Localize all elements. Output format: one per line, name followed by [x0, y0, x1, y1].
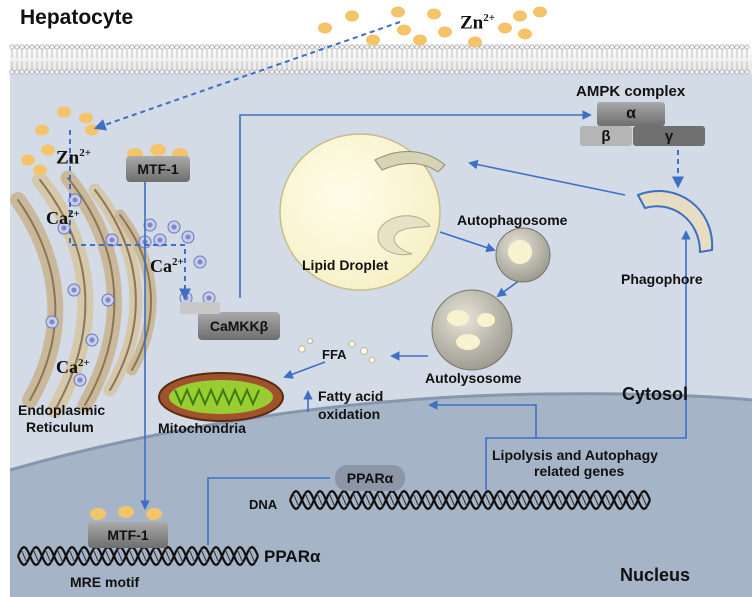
to-autophagosome-arrow	[439, 231, 496, 253]
nucleus-label: Nucleus	[620, 565, 691, 585]
genes-to-phagophore-arrow	[536, 230, 691, 439]
dna-label: DNA	[249, 497, 278, 512]
zinc-ions	[21, 6, 547, 520]
ffa-label: FFA	[322, 347, 347, 362]
camkk-to-ampk-arrow	[239, 110, 592, 298]
ppar-gene-line	[207, 477, 330, 545]
cell-membrane	[9, 44, 752, 75]
camkk-box	[198, 312, 280, 340]
phagophore-to-droplet-arrow	[468, 159, 626, 196]
mitochondria-label: Mitochondria	[158, 420, 246, 436]
alpha-label: α	[626, 105, 636, 122]
ampk-complex	[580, 102, 705, 146]
mtf1-nuclear-box	[88, 522, 168, 548]
nucleus	[10, 393, 752, 597]
nuclear-envelope	[9, 392, 752, 472]
gamma-label: γ	[664, 127, 674, 145]
ampk-gamma-subunit	[633, 126, 705, 146]
genes-line-a	[485, 437, 536, 490]
autophagosome-cargo	[508, 240, 532, 264]
mitochondria	[158, 372, 284, 422]
mtf1-cytosolic-box	[126, 156, 190, 182]
ppar-protein-box	[335, 465, 405, 491]
phagophore-engulfing-shape	[374, 151, 446, 173]
zinc-label-top: Zn2+	[460, 12, 496, 34]
cell-title: Hepatocyte	[20, 6, 134, 29]
er-label-line2: Reticulum	[26, 419, 94, 435]
forming-autophagosome-shape	[377, 215, 431, 256]
dna-strands	[16, 489, 652, 567]
zinc-label-left: Zn2+	[56, 147, 92, 169]
calcium-label-er: Ca2+	[46, 208, 80, 228]
ppar-gene-label: PPARα	[264, 547, 321, 566]
mre-motif-label: MRE motif	[70, 574, 140, 590]
phagophore	[636, 190, 714, 254]
cytosol-label: Cytosol	[622, 384, 689, 404]
calcium-label-cytosol: Ca2+	[150, 256, 184, 276]
mtf1-bottom-label: MTF-1	[107, 527, 149, 543]
autolysosome	[431, 289, 513, 371]
lipid-droplet-label: Lipid Droplet	[302, 257, 389, 273]
dashed-arrows	[69, 21, 684, 301]
to-autolysosome-arrow	[496, 279, 521, 298]
ffa-molecules	[298, 337, 376, 364]
calcium-release-arrow	[69, 130, 191, 301]
er-label-line1: Endoplasmic	[18, 402, 106, 418]
endoplasmic-reticulum	[10, 170, 157, 418]
ampk-beta-subunit	[580, 126, 632, 146]
beta-label: β	[601, 127, 611, 145]
genes-label-line1: Lipolysis and Autophagy	[492, 447, 658, 463]
fatty-acid-label-line2: oxidation	[318, 406, 381, 422]
ffa-to-mitochondria-arrow	[283, 361, 326, 379]
genes-to-oxidation-arrow	[428, 400, 537, 438]
phagophore-label: Phagophore	[621, 271, 703, 287]
fatty-acid-label-line1: Fatty acid	[318, 388, 384, 404]
autophagosome-label: Autophagosome	[457, 212, 568, 228]
calcium-label-er-lower: Ca2+	[56, 357, 90, 377]
ampk-complex-label: AMPK complex	[576, 83, 686, 100]
autolysosome-label: Autolysosome	[425, 370, 522, 386]
genes-label-line2: related genes	[534, 463, 625, 479]
ampk-alpha-subunit	[597, 102, 665, 126]
mtf1-top-label: MTF-1	[137, 161, 179, 177]
ppar-box-label: PPARα	[346, 470, 394, 486]
camkk-label: CaMKKβ	[209, 318, 269, 334]
